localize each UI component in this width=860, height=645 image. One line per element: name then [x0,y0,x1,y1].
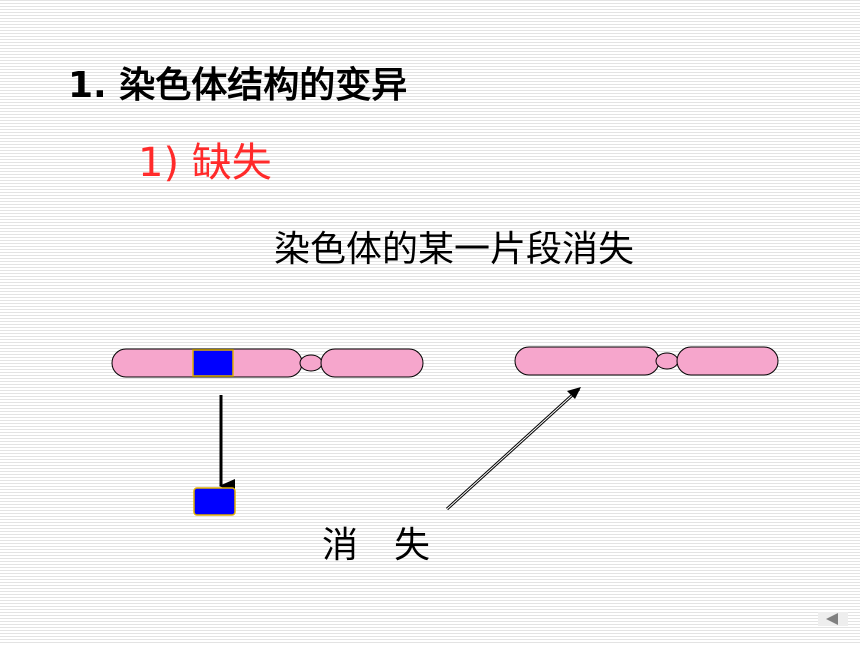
chromosome-segment [192,349,234,377]
deletion-definition: 染色体的某一片段消失 [274,229,635,270]
deletion-caption: 消 失 [322,525,431,566]
resulting-chromosome-left-arm [514,346,660,376]
deleted-segment [193,487,236,516]
resulting-centromere [655,352,679,370]
result-pointer-arrow [445,387,581,511]
slide-title: 1. 染色体结构的变异 [68,65,408,106]
section-heading-deletion: 1) 缺失 [138,140,272,186]
back-arrow-icon[interactable] [818,610,848,628]
resulting-chromosome-right-arm [676,346,779,376]
resulting-chromosome [514,346,779,376]
original-chromosome [111,348,424,378]
original-chromosome-right-arm [320,348,424,378]
original-centromere [299,354,323,372]
